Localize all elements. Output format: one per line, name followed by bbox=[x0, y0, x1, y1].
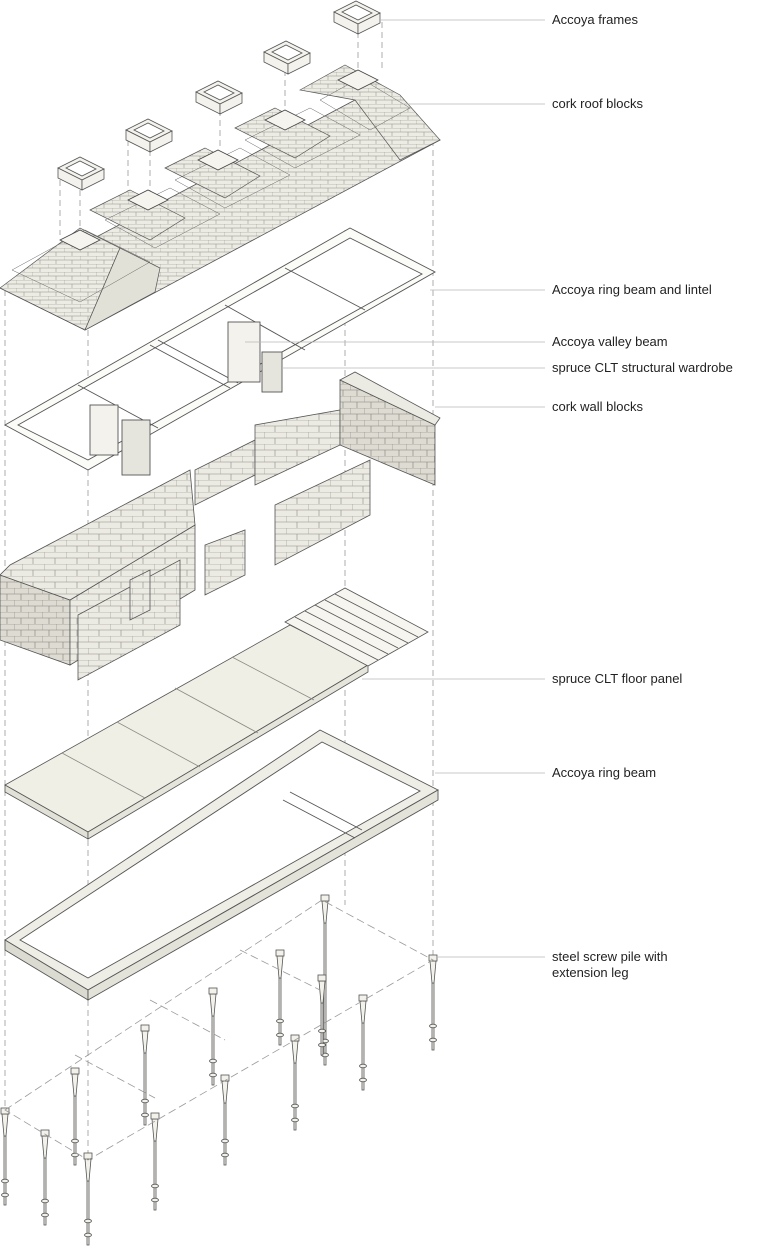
spruce-clt-floor-panel bbox=[4, 587, 429, 840]
pile-collar bbox=[429, 960, 437, 984]
pile-helix bbox=[1, 1192, 9, 1198]
screw-pile bbox=[208, 987, 218, 1086]
pile-collar bbox=[321, 900, 329, 924]
pile-head bbox=[140, 1024, 150, 1032]
pile-helix bbox=[429, 1023, 437, 1029]
pile-helix bbox=[291, 1117, 299, 1123]
label-steel-screw-pile: steel screw pile with bbox=[552, 949, 668, 964]
cork-wall-blocks bbox=[0, 371, 441, 681]
pile-helix bbox=[221, 1138, 229, 1144]
pile-collar bbox=[209, 993, 217, 1017]
label-accoya-frames: Accoya frames bbox=[552, 12, 638, 27]
label-accoya-valley-beam: Accoya valley beam bbox=[552, 334, 668, 349]
pile-helix bbox=[71, 1138, 79, 1144]
pile-collar bbox=[359, 1000, 367, 1024]
pile-helix bbox=[276, 1032, 284, 1038]
pile-head bbox=[40, 1129, 50, 1137]
accoya-ring-beam-and-lintel bbox=[4, 227, 436, 476]
pile-helix bbox=[71, 1152, 79, 1158]
screw-pile bbox=[320, 894, 330, 1066]
cork-roof bbox=[0, 64, 441, 331]
pile-head bbox=[220, 1074, 230, 1082]
screw-pile bbox=[317, 974, 327, 1056]
accoya-frames bbox=[57, 0, 381, 191]
label-accoya-ring-beam-and-lintel: Accoya ring beam and lintel bbox=[552, 282, 712, 297]
pile-collar bbox=[1, 1113, 9, 1137]
screw-pile bbox=[275, 949, 285, 1046]
pile-head bbox=[428, 954, 438, 962]
screw-pile bbox=[70, 1067, 80, 1166]
pile-collar bbox=[71, 1073, 79, 1097]
pile-helix bbox=[359, 1063, 367, 1069]
pile-helix bbox=[429, 1037, 437, 1043]
label-cork-roof-blocks: cork roof blocks bbox=[552, 96, 644, 111]
pile-collar bbox=[291, 1040, 299, 1064]
pile-head bbox=[275, 949, 285, 957]
pile-helix bbox=[141, 1098, 149, 1104]
pile-collar bbox=[84, 1158, 92, 1182]
pile-helix bbox=[1, 1178, 9, 1184]
pile-head bbox=[317, 974, 327, 982]
leader-lines bbox=[245, 19, 545, 958]
screw-pile bbox=[220, 1074, 230, 1166]
pile-helix bbox=[41, 1212, 49, 1218]
label-steel-screw-pile-line2: extension leg bbox=[552, 965, 629, 980]
pile-helix bbox=[318, 1028, 326, 1034]
screw-pile bbox=[83, 1152, 93, 1246]
pile-head bbox=[150, 1112, 160, 1120]
pile-head bbox=[358, 994, 368, 1002]
pile-helix bbox=[209, 1072, 217, 1078]
screw-pile bbox=[150, 1112, 160, 1211]
pile-collar bbox=[41, 1135, 49, 1159]
pile-helix bbox=[84, 1218, 92, 1224]
pile-helix bbox=[141, 1112, 149, 1118]
pile-collar bbox=[221, 1080, 229, 1104]
pile-helix bbox=[209, 1058, 217, 1064]
label-spruce-clt-floor-panel: spruce CLT floor panel bbox=[552, 671, 683, 686]
screw-pile bbox=[140, 1024, 150, 1126]
pile-head bbox=[70, 1067, 80, 1075]
pile-head bbox=[208, 987, 218, 995]
pile-helix bbox=[151, 1183, 159, 1189]
pile-helix bbox=[41, 1198, 49, 1204]
label-cork-wall-blocks: cork wall blocks bbox=[552, 399, 644, 414]
pile-helix bbox=[359, 1077, 367, 1083]
pile-helix bbox=[276, 1018, 284, 1024]
pile-helix bbox=[151, 1197, 159, 1203]
pile-head bbox=[83, 1152, 93, 1160]
screw-pile bbox=[290, 1034, 300, 1131]
screw-pile bbox=[40, 1129, 50, 1226]
steel-screw-piles bbox=[0, 894, 438, 1246]
accoya-ring-beam bbox=[4, 729, 439, 1001]
screw-pile bbox=[428, 954, 438, 1051]
pile-helix bbox=[221, 1152, 229, 1158]
pile-collar bbox=[276, 955, 284, 979]
pile-collar bbox=[141, 1030, 149, 1054]
pile-helix bbox=[84, 1232, 92, 1238]
pile-head bbox=[320, 894, 330, 902]
label-spruce-clt-structural-wardrobe: spruce CLT structural wardrobe bbox=[552, 360, 733, 375]
pile-grid-outline bbox=[4, 899, 434, 1161]
screw-pile bbox=[0, 1107, 10, 1206]
label-accoya-ring-beam: Accoya ring beam bbox=[552, 765, 657, 780]
pile-helix bbox=[291, 1103, 299, 1109]
pile-head bbox=[0, 1107, 10, 1115]
pile-helix bbox=[318, 1042, 326, 1048]
screw-pile bbox=[358, 994, 368, 1091]
